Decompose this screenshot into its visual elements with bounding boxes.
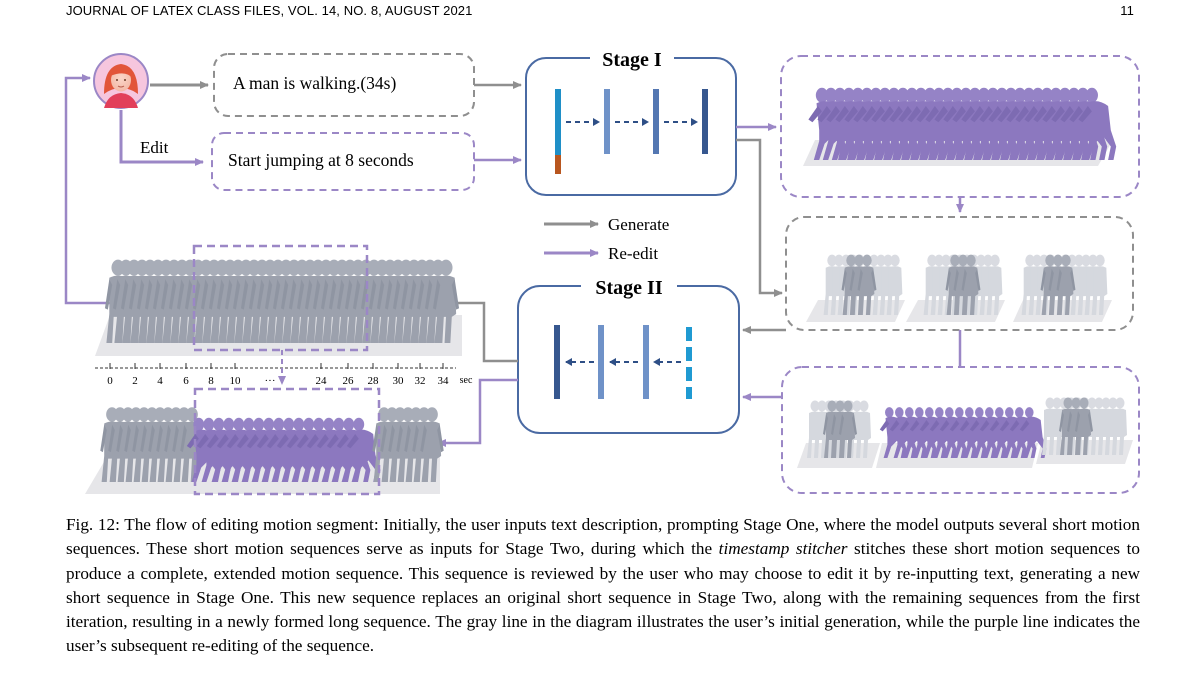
long-sequence-initial (95, 244, 462, 356)
stage1-title-text: Stage I (602, 49, 662, 71)
caption-text-after: stitches these short motion sequences to… (66, 539, 1140, 656)
timeline-tick-label: 30 (393, 375, 405, 387)
long-sequence-edited (85, 387, 444, 496)
timeline-tick-label: 28 (368, 375, 380, 387)
prompt-edit-text: Start jumping at 8 seconds (228, 150, 414, 170)
user-avatar (93, 53, 149, 109)
journal-header: JOURNAL OF LATEX CLASS FILES, VOL. 14, N… (66, 3, 473, 18)
stage2-title: Stage II (595, 277, 662, 299)
motion-panel-reedit (780, 55, 1140, 198)
arrow-feedback-to-avatar (64, 74, 110, 305)
legend-reedit: Re-edit (608, 244, 658, 263)
figure-diagram: Edit A man is walking.(34s) Start jumpin… (64, 48, 1140, 496)
timeline-tick-label: 24 (316, 375, 328, 387)
prompt-initial-text: A man is walking.(34s) (233, 73, 396, 93)
timeline-tick-label: 0 (107, 375, 113, 387)
timeline-tick-label: 6 (183, 375, 189, 387)
timeline-tick-label: 26 (343, 375, 355, 387)
caption-text-before: The flow of editing motion segment: Init… (66, 515, 1140, 559)
timeline-tick-label: 4 (157, 375, 163, 387)
legend-generate: Generate (608, 215, 669, 234)
stage1-box: Stage I (525, 48, 737, 196)
arrow-stage2-to-long-seq (448, 299, 518, 363)
arrow-avatar-to-edit (119, 110, 204, 166)
stage2-box: Stage II (517, 277, 740, 434)
timeline-unit: sec (460, 375, 473, 386)
caption-emphasis: timestamp stitcher (718, 539, 848, 559)
timeline-tick-label: 8 (208, 375, 214, 387)
running-head: JOURNAL OF LATEX CLASS FILES, VOL. 14, N… (66, 3, 1134, 18)
edit-label: Edit (140, 138, 169, 157)
figure-caption: Fig. 12: The flow of editing motion segm… (66, 513, 1140, 659)
motion-panel-short-sequences (785, 216, 1134, 331)
timeline-tick-label: 2 (132, 375, 138, 387)
motion-panel-edited-sequences (781, 366, 1140, 494)
legend: Generate Re-edit (544, 215, 669, 263)
arrow-stage1-to-gray-box (736, 138, 783, 297)
timeline-tick-label: ··· (265, 375, 276, 387)
timeline-tick-label: 34 (438, 375, 450, 387)
arrow-stage2-to-edited-seq (437, 378, 518, 447)
timeline-tick-label: 10 (230, 375, 242, 387)
caption-label: Fig. 12: (66, 515, 120, 534)
timeline-tick-label: 32 (415, 375, 426, 387)
page-number: 11 (1120, 3, 1134, 18)
prompt-box-edit (211, 132, 475, 191)
